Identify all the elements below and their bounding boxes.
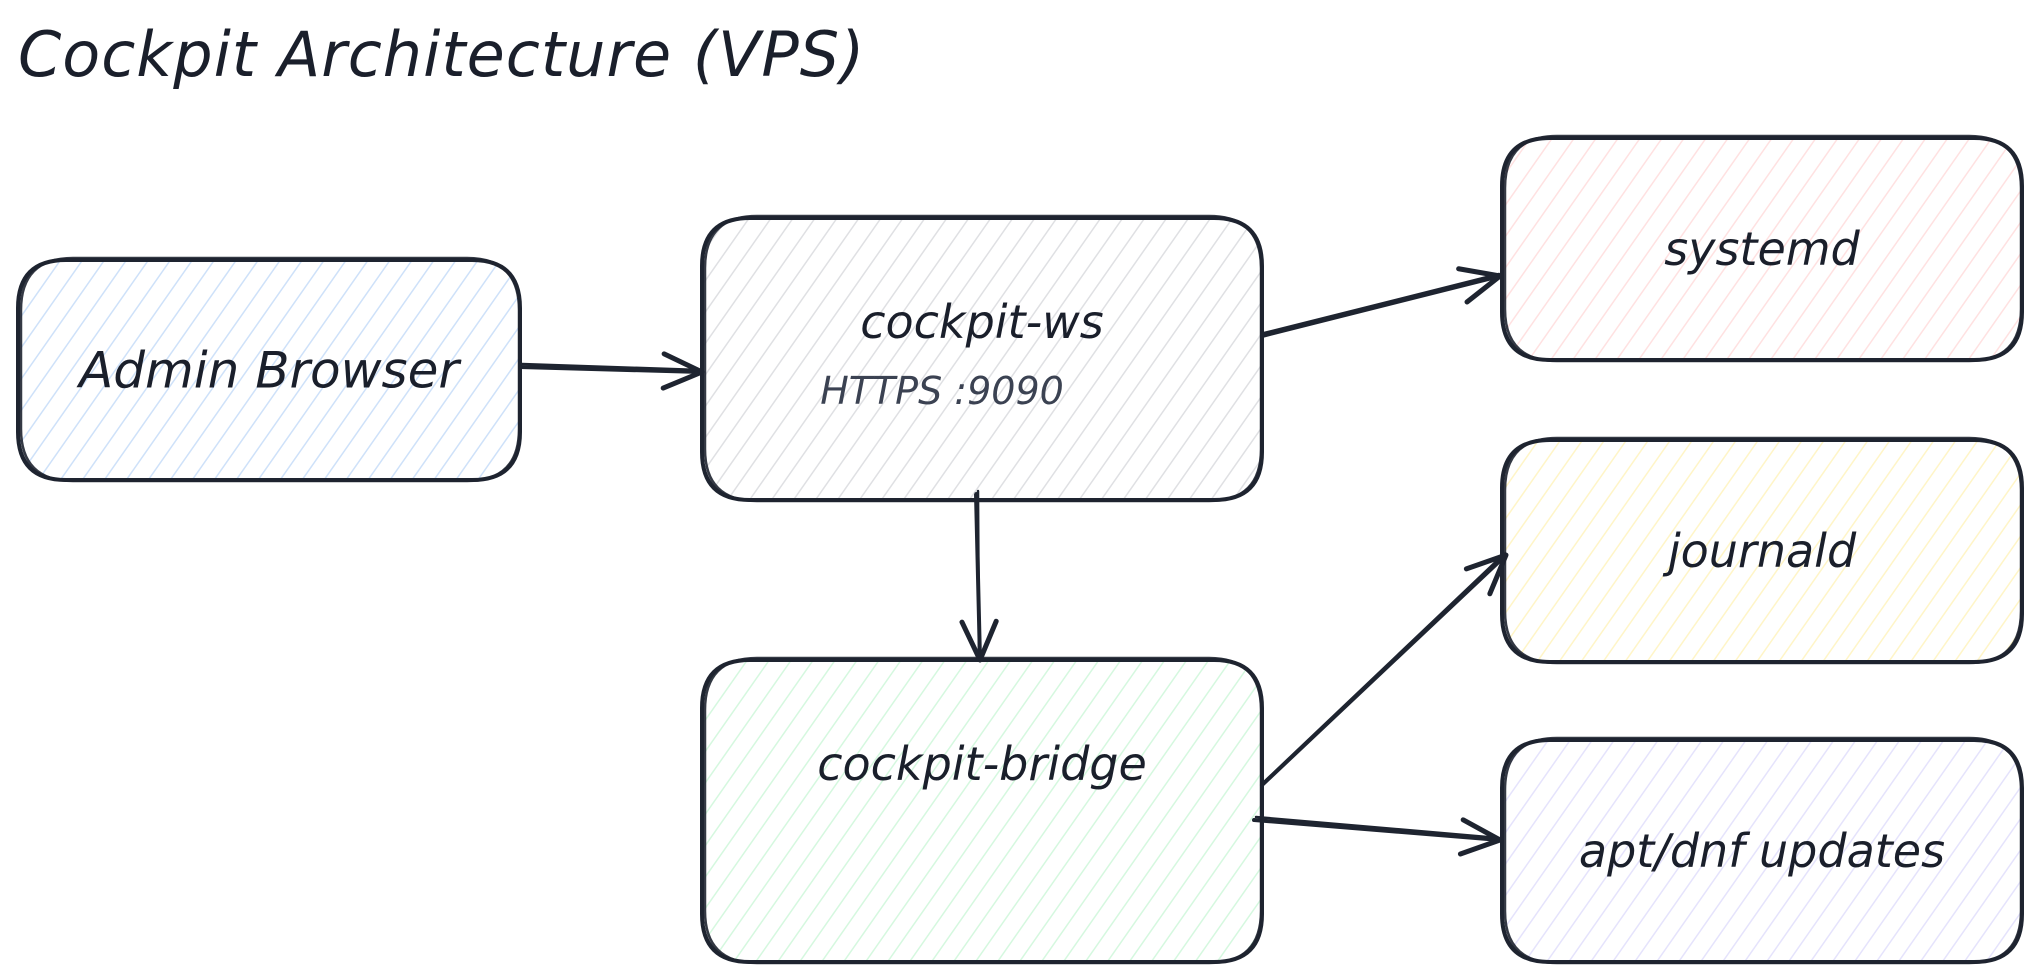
node-admin-browser[interactable]: Admin Browser <box>16 256 522 483</box>
node-border-sketch <box>1503 134 2023 363</box>
node-border-sketch <box>703 214 1263 503</box>
edge-line-sketch <box>1254 815 1501 840</box>
node-border-sketch <box>1503 436 2023 665</box>
node-label: systemd <box>1664 222 1860 276</box>
node-cockpit-bridge[interactable]: cockpit-bridge <box>700 656 1264 965</box>
node-border-sketch <box>19 256 521 483</box>
node-label: Admin Browser <box>76 342 462 400</box>
node-fill <box>18 260 520 480</box>
edge-line-sketch <box>976 489 981 660</box>
node-journald[interactable]: journald <box>1500 436 2024 665</box>
node-fill <box>1502 740 2022 962</box>
edge-line-sketch <box>520 362 703 372</box>
node-sublabel: HTTPS :9090 <box>820 369 1064 413</box>
node-apt-dnf-updates[interactable]: apt/dnf updates <box>1500 736 2024 965</box>
node-fill <box>702 660 1262 962</box>
edge-cockpit-bridge-to-journald <box>1260 551 1509 787</box>
edge-cockpit-bridge-to-apt-dnf-updates <box>1252 815 1503 857</box>
diagram-title: Cockpit Architecture (VPS) <box>18 18 866 91</box>
edge-line-sketch <box>1262 551 1507 784</box>
edge-cockpit-ws-to-cockpit-bridge <box>959 489 999 663</box>
edge-cockpit-ws-to-systemd <box>1260 266 1503 338</box>
node-label: journald <box>1662 524 1857 578</box>
node-label: apt/dnf updates <box>1579 824 1945 878</box>
edge-line <box>1252 818 1502 842</box>
node-systemd[interactable]: systemd <box>1500 134 2024 363</box>
node-label: cockpit-bridge <box>817 737 1147 791</box>
node-fill <box>702 218 1262 500</box>
edge-line <box>518 365 704 374</box>
edge-admin-browser-to-cockpit-ws <box>518 351 705 391</box>
node-border-sketch <box>703 656 1263 965</box>
node-fill <box>1502 138 2022 360</box>
edge-line <box>1260 274 1502 338</box>
node-border-sketch <box>1503 736 2023 965</box>
edge-line-sketch <box>1262 272 1501 335</box>
node-label: cockpit-ws <box>860 295 1104 349</box>
node-fill <box>1502 440 2022 662</box>
